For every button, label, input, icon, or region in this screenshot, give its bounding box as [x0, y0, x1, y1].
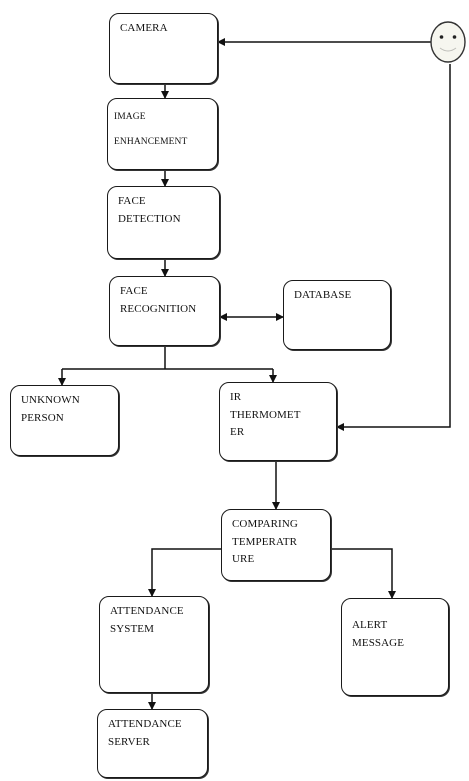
database-box: DATABASE — [283, 280, 391, 350]
face-recognition-label: FACE RECOGNITION — [120, 285, 197, 315]
attendance-system-label: ATTENDANCE SYSTEM — [110, 605, 184, 635]
ir-thermometer-box: IR THERMOMET ER — [219, 382, 337, 461]
image-enhancement-box: IMAGE ENHANCEMENT — [107, 98, 218, 170]
image-enhancement-label: IMAGE ENHANCEMENT — [114, 112, 188, 147]
camera-label: CAMERA — [120, 22, 168, 34]
unknown-person-box: UNKNOWN PERSON — [10, 385, 119, 456]
edge-comparing-to-attendance-system — [148, 548, 221, 597]
comparing-temperature-box: COMPARING TEMPERATR URE — [221, 509, 331, 581]
ir-thermometer-label: IR THERMOMET ER — [230, 391, 301, 439]
alert-message-box: ALERT MESSAGE — [341, 598, 449, 696]
attendance-server-box: ATTENDANCE SERVER — [97, 709, 208, 778]
edge-user-to-ir-thermometer — [336, 64, 451, 431]
attendance-server-label: ATTENDANCE SERVER — [108, 718, 182, 748]
alert-message-label: ALERT MESSAGE — [352, 619, 405, 649]
attendance-system-box: ATTENDANCE SYSTEM — [99, 596, 209, 693]
database-label: DATABASE — [294, 289, 352, 301]
unknown-person-label: UNKNOWN PERSON — [21, 394, 80, 424]
face-detection-label: FACE DETECTION — [118, 195, 181, 225]
face-detection-box: FACE DETECTION — [107, 186, 220, 259]
face-recognition-box: FACE RECOGNITION — [109, 276, 220, 346]
smiley-face-icon — [430, 21, 466, 63]
comparing-temperature-label: COMPARING TEMPERATR URE — [232, 518, 298, 566]
camera-box: CAMERA — [109, 13, 218, 84]
edge-comparing-to-alert-message — [331, 548, 396, 599]
